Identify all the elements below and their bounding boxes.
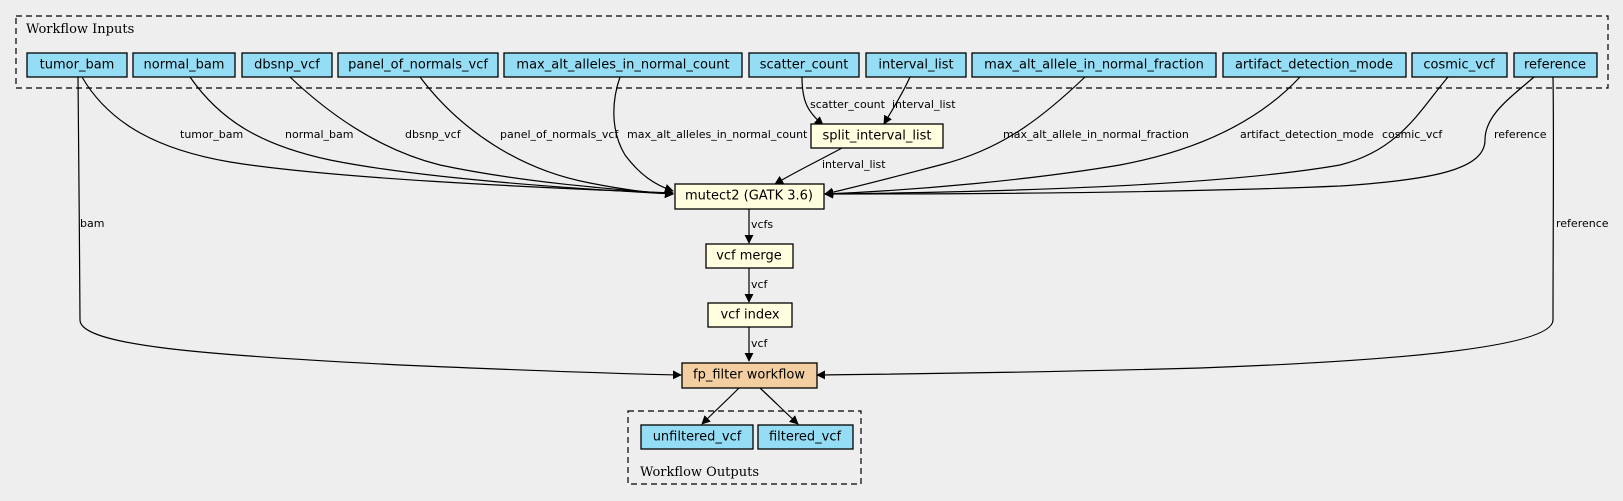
svg-text:max_alt_allele_in_normal_fract: max_alt_allele_in_normal_fraction [984, 58, 1204, 73]
input-node-max-alt-allele-in-normal-fraction[interactable]: max_alt_allele_in_normal_fraction [971, 52, 1217, 78]
output-node-filtered-vcf[interactable]: filtered_vcf [757, 424, 854, 450]
step-node-fp-filter-workflow[interactable]: fp_filter workflow [681, 362, 818, 389]
input-node-tumor-bam[interactable]: tumor_bam [26, 52, 128, 78]
svg-text:scatter_count: scatter_count [760, 58, 849, 73]
edge-label-normal-bam: normal_bam [285, 128, 353, 141]
edge-max-alt-allele-in-normal-fraction: max_alt_allele_in_normal_fraction [824, 76, 1189, 197]
edge-panel-of-normals-vcf: panel_of_normals_vcf [419, 76, 674, 199]
step-node-mutect2[interactable]: mutect2 (GATK 3.6) [674, 183, 825, 210]
edge-label-reference-filter: reference [1556, 217, 1609, 230]
edge-reference-filter: reference [816, 76, 1609, 380]
edge-label-max-alt-allele-in-normal-fraction: max_alt_allele_in_normal_fraction [1003, 128, 1189, 141]
edge-cosmic-vcf: cosmic_vcf [824, 76, 1449, 199]
edge-label-max-alt-alleles-in-normal-count: max_alt_alleles_in_normal_count [627, 128, 808, 141]
output-node-unfiltered-vcf[interactable]: unfiltered_vcf [640, 424, 754, 450]
workflow-inputs-label: Workflow Inputs [26, 22, 134, 37]
svg-text:artifact_detection_mode: artifact_detection_mode [1235, 58, 1393, 73]
edge-label-vcf-merge-out: vcf [751, 278, 769, 291]
svg-text:panel_of_normals_vcf: panel_of_normals_vcf [348, 58, 488, 73]
edge-label-interval-list-out: interval_list [822, 158, 886, 171]
input-node-max-alt-alleles-in-normal-count[interactable]: max_alt_alleles_in_normal_count [503, 52, 743, 78]
svg-text:vcf index: vcf index [720, 308, 779, 323]
edge-normal-bam: normal_bam [189, 76, 674, 199]
step-node-vcf-index[interactable]: vcf index [707, 302, 793, 328]
edge-artifact-detection-mode: artifact_detection_mode [824, 76, 1374, 199]
edge-label-vcfs: vcfs [751, 218, 773, 231]
edge-label-interval-list-in: interval_list [892, 98, 956, 111]
svg-text:filtered_vcf: filtered_vcf [769, 430, 842, 445]
edge-filtered-vcf [759, 387, 799, 425]
step-node-vcf-merge[interactable]: vcf merge [705, 243, 794, 269]
svg-text:tumor_bam: tumor_bam [40, 58, 115, 73]
input-node-interval-list[interactable]: interval_list [865, 52, 967, 78]
input-node-panel-of-normals-vcf[interactable]: panel_of_normals_vcf [337, 52, 499, 78]
svg-text:dbsnp_vcf: dbsnp_vcf [254, 58, 320, 73]
edge-reference-mutect: reference [824, 76, 1547, 199]
edge-vcfs: vcfs [744, 209, 773, 244]
input-node-normal-bam[interactable]: normal_bam [132, 52, 236, 78]
edge-vcf-index-out: vcf [744, 327, 769, 362]
svg-text:unfiltered_vcf: unfiltered_vcf [653, 430, 742, 445]
svg-text:interval_list: interval_list [878, 58, 953, 73]
edge-dbsnp-vcf: dbsnp_vcf [289, 76, 674, 198]
edge-vcf-merge-out: vcf [744, 268, 769, 303]
svg-text:reference: reference [1524, 58, 1586, 73]
edge-interval-list-in: interval_list [883, 76, 956, 125]
step-node-split-interval-list[interactable]: split_interval_list [810, 123, 944, 149]
edge-label-vcf-index-out: vcf [751, 337, 769, 350]
svg-text:fp_filter workflow: fp_filter workflow [693, 368, 805, 383]
svg-text:normal_bam: normal_bam [144, 58, 225, 73]
input-node-cosmic-vcf[interactable]: cosmic_vcf [1411, 52, 1508, 78]
input-node-artifact-detection-mode[interactable]: artifact_detection_mode [1222, 52, 1407, 78]
edge-bam: bam [77, 76, 682, 380]
svg-text:split_interval_list: split_interval_list [822, 129, 931, 144]
edge-label-reference-mutect: reference [1494, 128, 1547, 141]
edge-label-scatter-count: scatter_count [810, 98, 886, 111]
edge-label-panel-of-normals-vcf: panel_of_normals_vcf [500, 128, 619, 141]
workflow-outputs-cluster: Workflow Outputs [627, 410, 862, 485]
svg-text:cosmic_vcf: cosmic_vcf [1423, 58, 1495, 73]
edge-unfiltered-vcf [701, 387, 740, 425]
input-node-dbsnp-vcf[interactable]: dbsnp_vcf [241, 52, 333, 78]
workflow-outputs-label: Workflow Outputs [640, 465, 759, 480]
input-node-reference[interactable]: reference [1513, 52, 1598, 78]
edge-label-tumor-bam: tumor_bam [180, 128, 243, 141]
edge-label-dbsnp-vcf: dbsnp_vcf [405, 128, 462, 141]
edge-max-alt-alleles-in-normal-count: max_alt_alleles_in_normal_count [613, 76, 808, 193]
edge-interval-list-out: interval_list [774, 147, 886, 185]
svg-text:vcf merge: vcf merge [716, 249, 782, 264]
workflow-inputs-cluster: Workflow Inputs [15, 15, 1609, 89]
edge-scatter-count: scatter_count [801, 76, 886, 126]
input-node-scatter-count[interactable]: scatter_count [748, 52, 860, 78]
edge-label-cosmic-vcf: cosmic_vcf [1382, 128, 1443, 141]
svg-text:max_alt_alleles_in_normal_coun: max_alt_alleles_in_normal_count [516, 58, 729, 73]
edge-tumor-bam: tumor_bam [81, 76, 674, 198]
svg-text:mutect2 (GATK 3.6): mutect2 (GATK 3.6) [685, 189, 813, 204]
edge-label-bam: bam [80, 217, 104, 230]
edge-label-artifact-detection-mode: artifact_detection_mode [1240, 128, 1374, 141]
